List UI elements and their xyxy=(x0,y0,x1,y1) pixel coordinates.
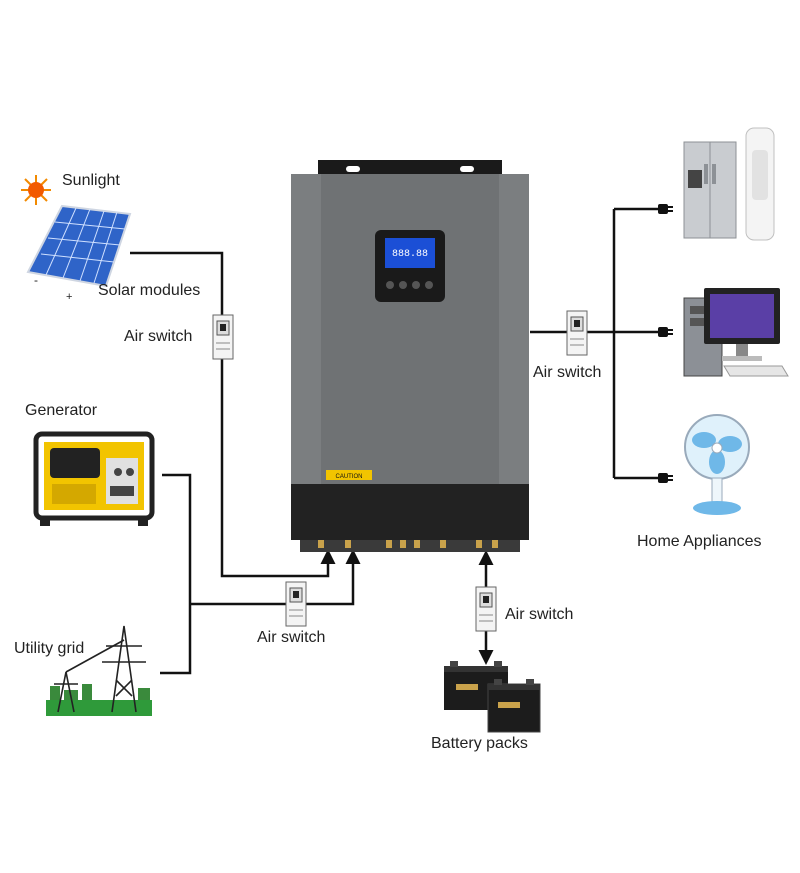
label-air-switch-battery: Air switch xyxy=(505,606,574,623)
label-generator: Generator xyxy=(25,402,98,419)
tower-ac-icon xyxy=(745,127,775,241)
label-air-switch-ac-in: Air switch xyxy=(257,629,326,646)
caution-label-text: CAUTION xyxy=(336,474,363,480)
label-utility-grid: Utility grid xyxy=(14,640,85,657)
svg-text:+: + xyxy=(66,291,72,303)
label-air-switch-ac-out: Air switch xyxy=(533,364,602,381)
breaker-icon xyxy=(566,310,588,356)
inverter-button xyxy=(386,281,394,289)
sun-icon xyxy=(21,175,51,205)
label-solar-modules: Solar modules xyxy=(98,282,201,299)
breaker-icon xyxy=(212,314,234,360)
wire-grid xyxy=(160,604,192,675)
inverter-lcd-text: 888.88 xyxy=(392,249,428,260)
inverter-lcd xyxy=(385,238,435,268)
inverter-button xyxy=(425,281,433,289)
plug-icon xyxy=(658,327,673,337)
fan-icon xyxy=(684,414,750,515)
battery-icon xyxy=(487,679,541,733)
label-home-appliances: Home Appliances xyxy=(637,533,762,550)
wire-generator xyxy=(162,473,192,604)
breaker-icon xyxy=(285,581,307,627)
inverter: 888.88 CAUTION xyxy=(291,160,529,552)
computer-icon xyxy=(683,288,789,377)
svg-text:-: - xyxy=(34,273,38,287)
breaker-icon xyxy=(475,586,497,632)
plug-icon xyxy=(658,204,673,214)
power-tower-icon xyxy=(46,625,152,716)
inverter-button xyxy=(399,281,407,289)
label-air-switch-solar: Air switch xyxy=(124,328,193,345)
generator-icon xyxy=(33,431,155,526)
fridge-icon xyxy=(683,141,737,239)
wire-solar xyxy=(130,251,336,578)
label-sunlight: Sunlight xyxy=(62,172,120,189)
inverter-bottom xyxy=(291,484,529,540)
caution-label xyxy=(326,470,372,480)
plug-icon xyxy=(658,473,673,483)
solar-panel-icon: - + xyxy=(26,204,132,303)
label-battery-packs: Battery packs xyxy=(431,735,528,752)
inverter-button xyxy=(412,281,420,289)
wire-ac-input xyxy=(190,549,361,606)
inverter-body xyxy=(291,174,529,484)
